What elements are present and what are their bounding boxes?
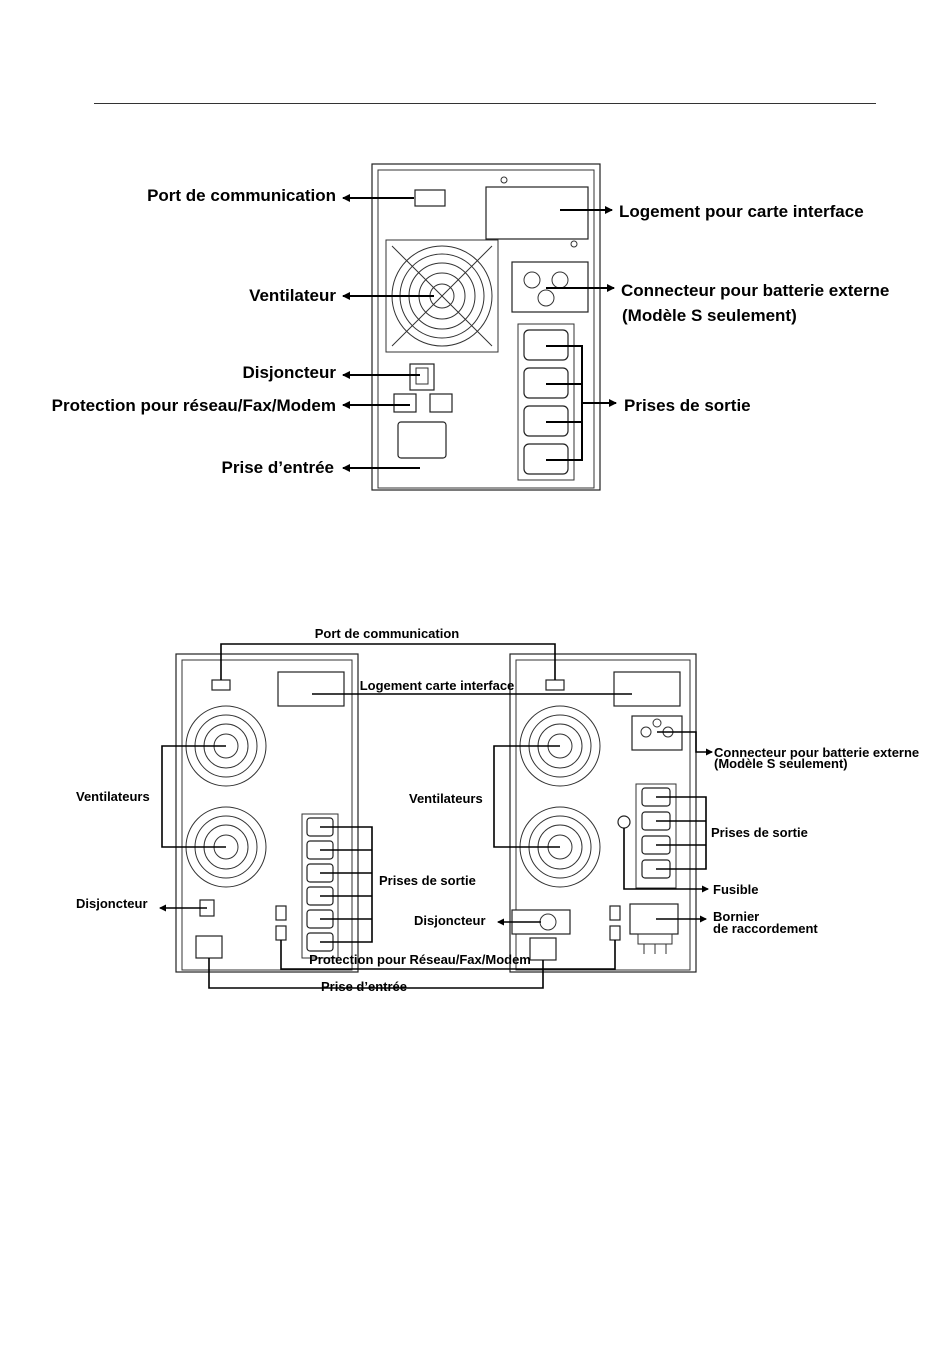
label-fans-left: Ventilateurs xyxy=(76,789,150,804)
interface-slot-icon xyxy=(613,671,681,707)
ups-rear-panel-right xyxy=(509,653,697,973)
label-input-socket: Prise d’entrée xyxy=(321,979,407,994)
input-socket-icon xyxy=(397,421,447,459)
label-network-protection: Protection pour réseau/Fax/Modem xyxy=(52,396,336,415)
label-terminal-block-line2: de raccordement xyxy=(713,921,818,936)
input-socket-icon xyxy=(529,937,557,961)
label-breaker: Disjoncteur xyxy=(242,363,336,382)
fuse-icon xyxy=(617,815,631,829)
label-breaker-left: Disjoncteur xyxy=(76,896,148,911)
db9-port-icon xyxy=(545,679,565,691)
rj-port-icon xyxy=(275,925,287,941)
label-terminal-block-line1: Bornier xyxy=(713,909,759,924)
rj-port-icon xyxy=(609,905,621,921)
label-battery-note: (Modèle S seulement) xyxy=(714,756,848,771)
rj-port-icon xyxy=(275,905,287,921)
ups-rear-panel-diagram-large: Port de communication Logement carte int… xyxy=(76,626,919,994)
ups-rear-panel-diagram-small: Port de communication Ventilateur Disjon… xyxy=(52,163,889,491)
label-interface-slot: Logement carte interface xyxy=(360,678,515,693)
label-battery-connector: Connecteur pour batterie externe xyxy=(714,745,919,760)
outlets-group-icon xyxy=(301,813,339,959)
terminal-block-icon xyxy=(629,903,679,954)
label-comm-port: Port de communication xyxy=(315,626,460,641)
db9-port-icon xyxy=(414,189,446,207)
label-breaker-right: Disjoncteur xyxy=(414,913,486,928)
label-fan: Ventilateur xyxy=(249,286,336,305)
label-battery-connector: Connecteur pour batterie externe xyxy=(621,281,889,300)
header-rule xyxy=(94,103,876,104)
label-battery-note: (Modèle S seulement) xyxy=(622,306,797,325)
rj-port-icon xyxy=(393,393,417,413)
rj-port-icon xyxy=(429,393,453,413)
label-outlets: Prises de sortie xyxy=(624,396,751,415)
ups-rear-panel-left xyxy=(175,653,359,973)
label-outlets-left: Prises de sortie xyxy=(379,873,476,888)
input-socket-icon xyxy=(195,935,223,959)
ups-rear-panel xyxy=(371,163,601,491)
label-outlets-right: Prises de sortie xyxy=(711,825,808,840)
rj-port-icon xyxy=(609,925,621,941)
label-input-socket: Prise d’entrée xyxy=(222,458,334,477)
battery-connector-icon xyxy=(631,715,683,751)
interface-slot-icon xyxy=(485,186,589,240)
label-fuse: Fusible xyxy=(713,882,759,897)
label-network-protection: Protection pour Réseau/Fax/Modem xyxy=(309,952,531,967)
label-comm-port: Port de communication xyxy=(147,186,336,205)
label-fans-right: Ventilateurs xyxy=(409,791,483,806)
label-interface-slot: Logement pour carte interface xyxy=(619,202,864,221)
interface-slot-icon xyxy=(277,671,345,707)
db9-port-icon xyxy=(211,679,231,691)
